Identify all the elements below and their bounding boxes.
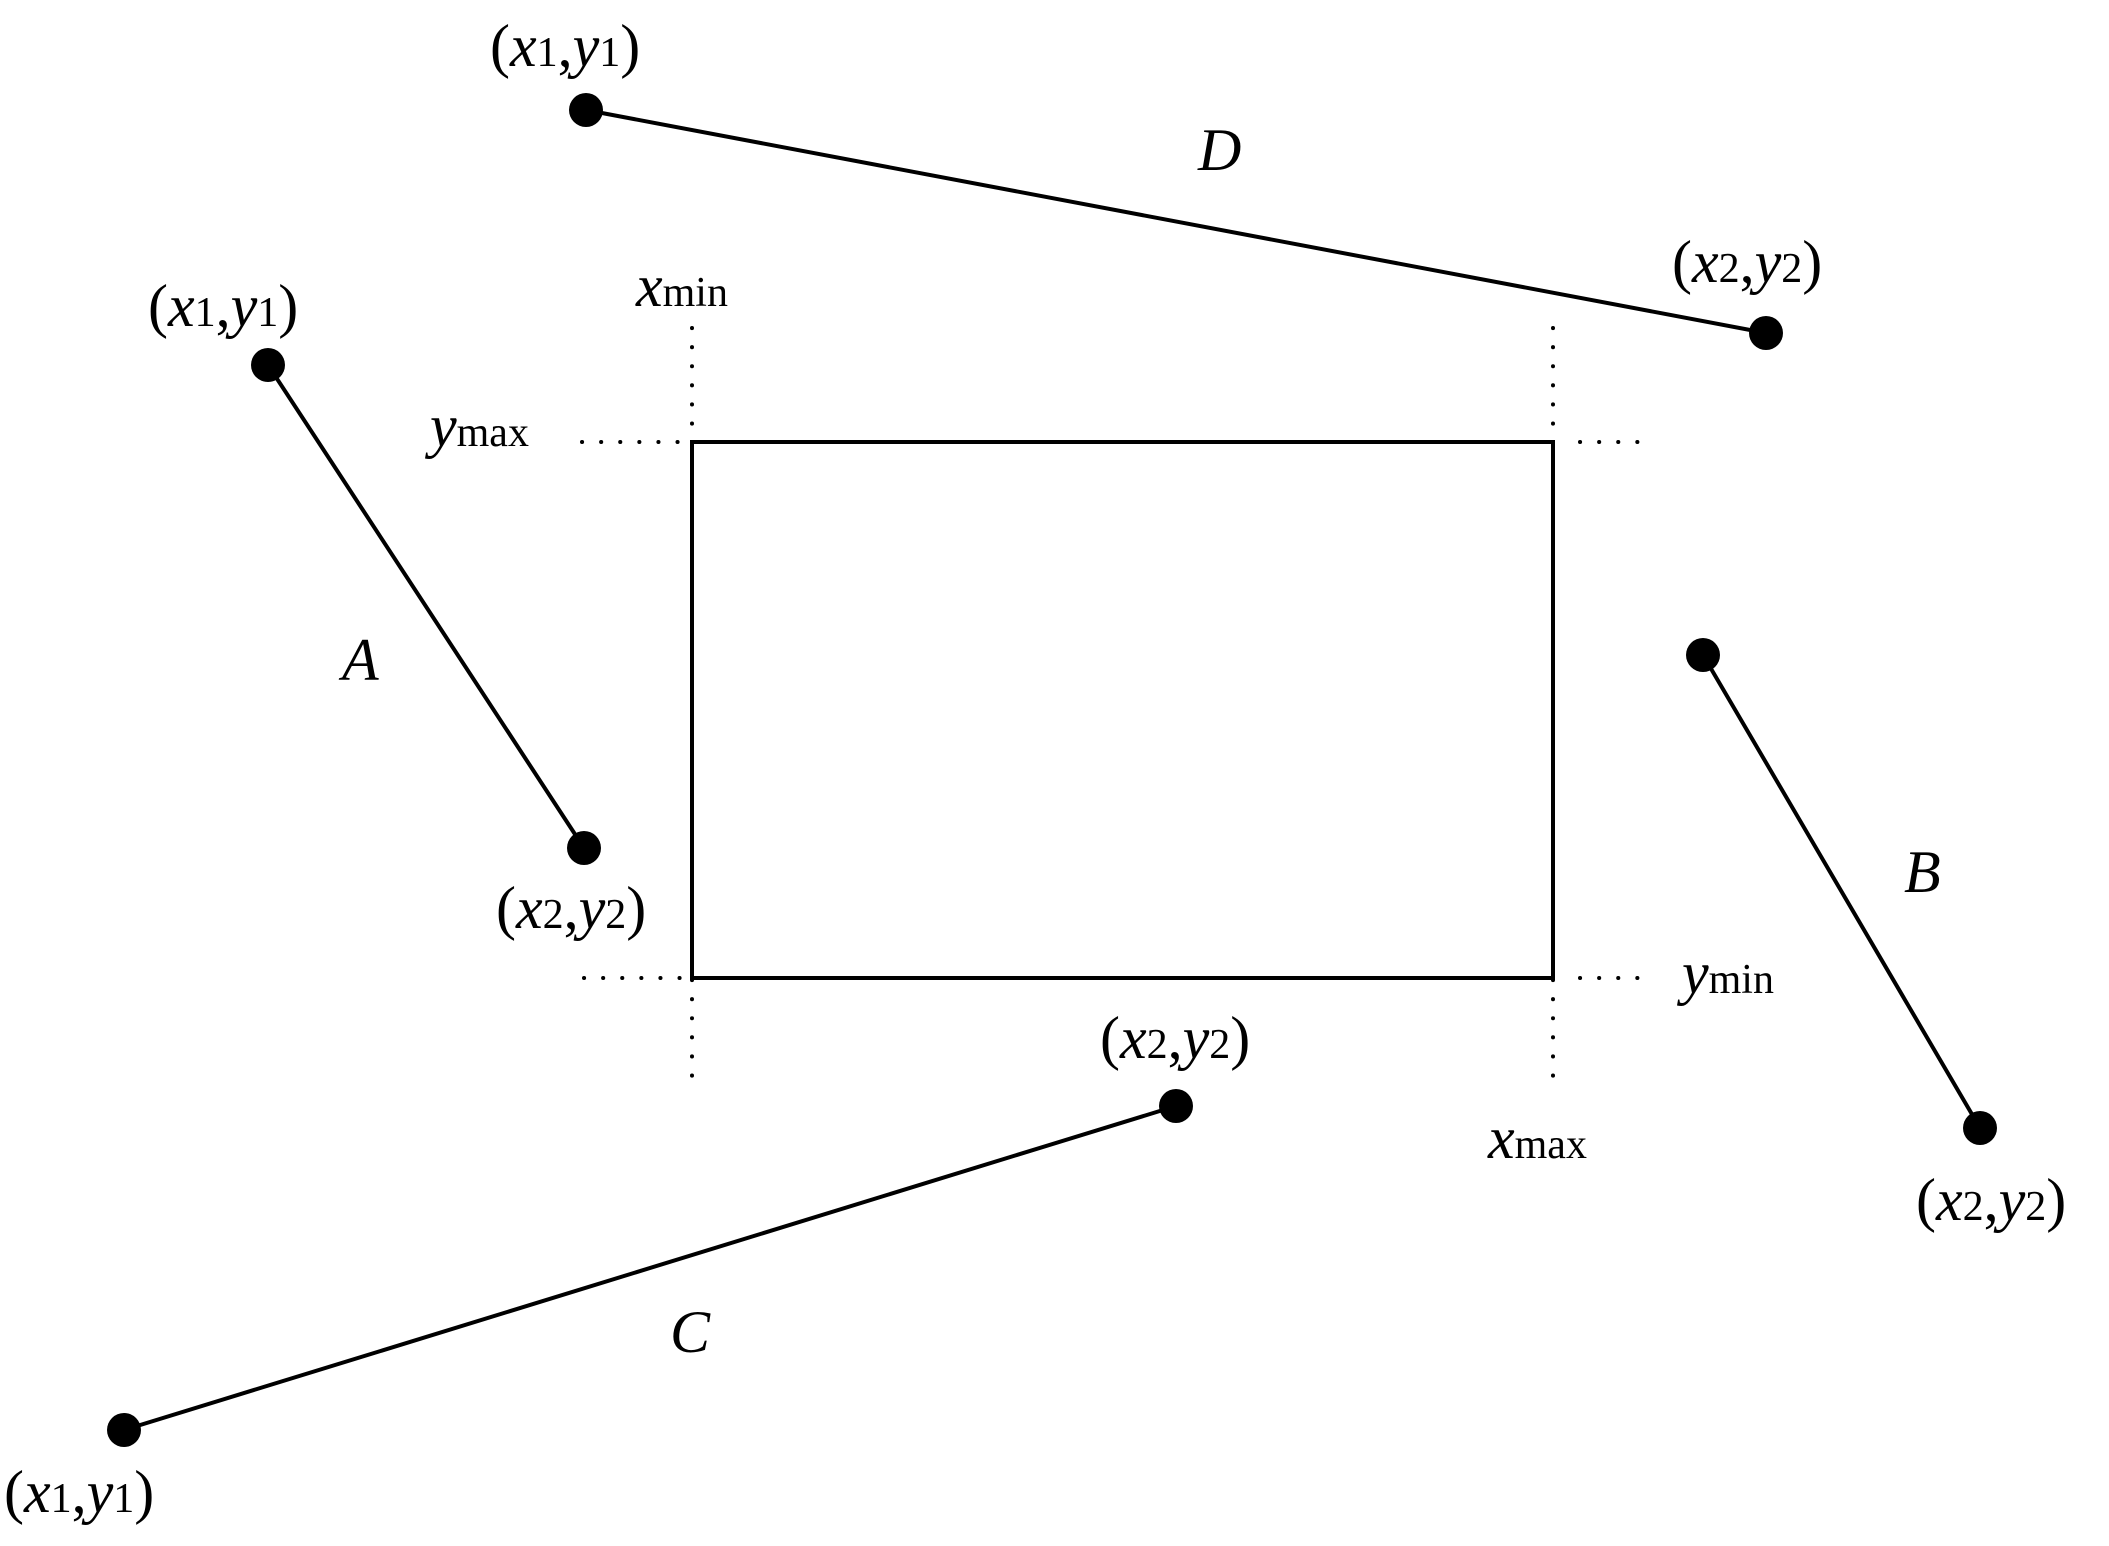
segments <box>122 108 1982 1432</box>
segment-b-p2-label: (x2,y2) <box>1916 1167 2066 1233</box>
segment-a-start-point <box>251 348 285 382</box>
segment-d-line <box>584 108 1768 335</box>
segment-b-label: B <box>1904 839 1941 905</box>
segment-d-end-point <box>1749 316 1783 350</box>
ymax-label: ymax <box>424 393 529 459</box>
endpoints <box>107 93 1997 1447</box>
segment-c-p1-label: (x1,y1) <box>4 1459 154 1525</box>
segment-c-end-point <box>1159 1089 1193 1123</box>
segment-c-p2-label: (x2,y2) <box>1100 1005 1250 1071</box>
segment-d-label: D <box>1197 117 1241 183</box>
segment-b-line <box>1701 653 1982 1130</box>
segment-a-line <box>266 363 586 850</box>
segment-a-p2-label: (x2,y2) <box>496 875 646 941</box>
segment-d-p2-label: (x2,y2) <box>1672 229 1822 295</box>
segment-a-end-point <box>567 831 601 865</box>
xmax-label: xmax <box>1487 1105 1587 1171</box>
segment-b-end-point <box>1963 1111 1997 1145</box>
segment-c-line <box>122 1104 1178 1432</box>
ymin-label: ymin <box>1676 940 1774 1006</box>
segment-a-p1-label: (x1,y1) <box>148 273 298 339</box>
xmin-label: xmin <box>635 253 728 319</box>
segment-d-start-point <box>569 93 603 127</box>
boundary-guides <box>580 326 1644 1080</box>
segment-c-start-point <box>107 1413 141 1447</box>
clipping-window <box>690 440 1555 980</box>
segment-d-p1-label: (x1,y1) <box>490 13 640 79</box>
segment-b-start-point <box>1686 638 1720 672</box>
segment-a-label: A <box>338 627 379 693</box>
segment-c-label: C <box>670 1299 711 1365</box>
